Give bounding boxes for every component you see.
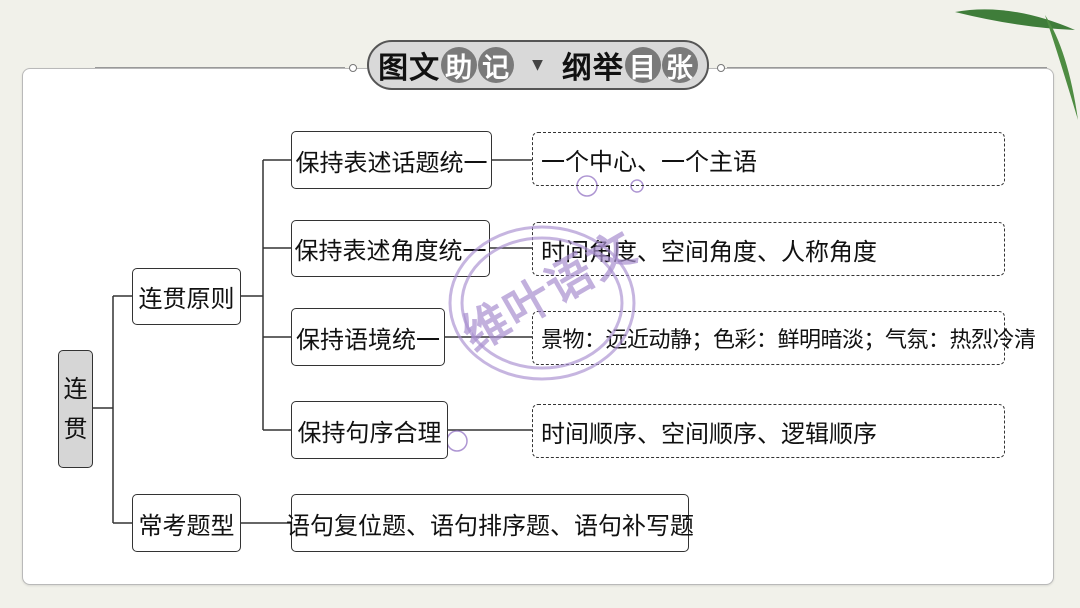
root-node: 连 贯 bbox=[58, 350, 93, 468]
title-line-right bbox=[727, 67, 1047, 68]
rule-node: 保持语境统一 bbox=[291, 308, 445, 366]
title-char-circled: 目 bbox=[624, 47, 661, 84]
title-char-circled: 记 bbox=[478, 47, 515, 84]
rule-detail: 景物：远近动静；色彩：鲜明暗淡；气氛：热烈冷清 bbox=[532, 311, 1036, 365]
rule-node: 保持表述话题统一 bbox=[291, 131, 492, 189]
title-line-left bbox=[95, 67, 345, 68]
title-dot-right bbox=[717, 64, 725, 72]
title-char: 文 bbox=[409, 51, 441, 86]
rule-detail: 时间顺序、空间顺序、逻辑顺序 bbox=[532, 404, 1005, 458]
title-char-circled: 张 bbox=[661, 47, 698, 84]
title-char: 图 bbox=[378, 51, 410, 86]
root-char: 连 bbox=[63, 375, 88, 403]
title-char: 纲 bbox=[561, 51, 593, 86]
root-char: 贯 bbox=[63, 415, 88, 443]
title-dot-left bbox=[349, 64, 357, 72]
question-types-node: 语句复位题、语句排序题、语句补写题 bbox=[286, 494, 694, 552]
rule-node: 保持表述角度统一 bbox=[291, 220, 490, 277]
bamboo-leaf-decoration bbox=[955, 9, 1078, 120]
title-part-1: 图 文 助 记 bbox=[378, 43, 515, 87]
title-char-circled: 助 bbox=[441, 47, 478, 84]
rule-node: 保持句序合理 bbox=[291, 401, 448, 459]
title-char: 举 bbox=[592, 51, 624, 86]
rule-detail: 时间角度、空间角度、人称角度 bbox=[532, 222, 1005, 276]
section-title: 图 文 助 记 ▼ 纲 举 目 张 bbox=[95, 38, 1047, 96]
rule-detail: 一个中心、一个主语 bbox=[532, 132, 1005, 186]
common-types-node: 常考题型 bbox=[132, 494, 241, 552]
title-pill: 图 文 助 记 ▼ 纲 举 目 张 bbox=[367, 40, 709, 90]
triangle-separator-icon: ▼ bbox=[532, 57, 544, 73]
title-part-2: 纲 举 目 张 bbox=[562, 43, 698, 87]
principles-node: 连贯原则 bbox=[132, 268, 241, 325]
